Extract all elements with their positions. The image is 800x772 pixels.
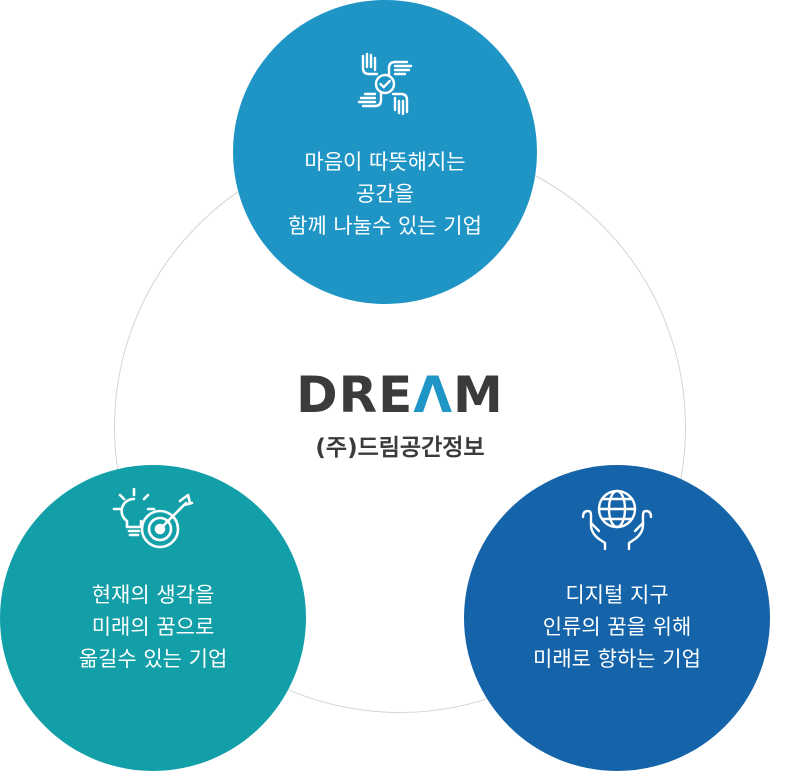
hands-globe-icon — [579, 485, 655, 555]
bubble-line: 함께 나눌수 있는 기업 — [288, 214, 482, 238]
logo-word-suffix: M — [453, 366, 504, 424]
bubble-text: 디지털 지구 인류의 꿈을 위해 미래로 향하는 기업 — [464, 579, 770, 675]
bubble-line: 미래의 꿈으로 — [91, 615, 215, 639]
company-logo-wordmark: DREΛM — [0, 366, 800, 424]
bubble-line: 옮길수 있는 기업 — [78, 647, 228, 671]
bubble-line: 현재의 생각을 — [91, 583, 215, 607]
bubble-line: 미래로 향하는 기업 — [533, 647, 701, 671]
bubble-text: 마음이 따뜻해지는 공간을 함께 나눌수 있는 기업 — [233, 146, 537, 242]
value-bubble-future: 디지털 지구 인류의 꿈을 위해 미래로 향하는 기업 — [464, 465, 770, 771]
bubble-line: 디지털 지구 — [565, 583, 669, 607]
value-bubble-warmth: 마음이 따뜻해지는 공간을 함께 나눌수 있는 기업 — [233, 0, 537, 304]
bubble-text: 현재의 생각을 미래의 꿈으로 옮길수 있는 기업 — [0, 579, 306, 675]
logo-accent-letter: Λ — [413, 366, 454, 424]
lightbulb-target-icon — [110, 485, 196, 559]
company-name: (주)드림공간정보 — [315, 435, 485, 461]
logo-word-prefix: DRE — [296, 366, 414, 424]
bubble-line: 인류의 꿈을 위해 — [542, 615, 692, 639]
hands-check-icon — [353, 52, 417, 120]
value-bubble-dream: 현재의 생각을 미래의 꿈으로 옮길수 있는 기업 — [0, 465, 306, 771]
bubble-line: 공간을 — [356, 182, 414, 206]
bubble-line: 마음이 따뜻해지는 — [304, 150, 466, 174]
